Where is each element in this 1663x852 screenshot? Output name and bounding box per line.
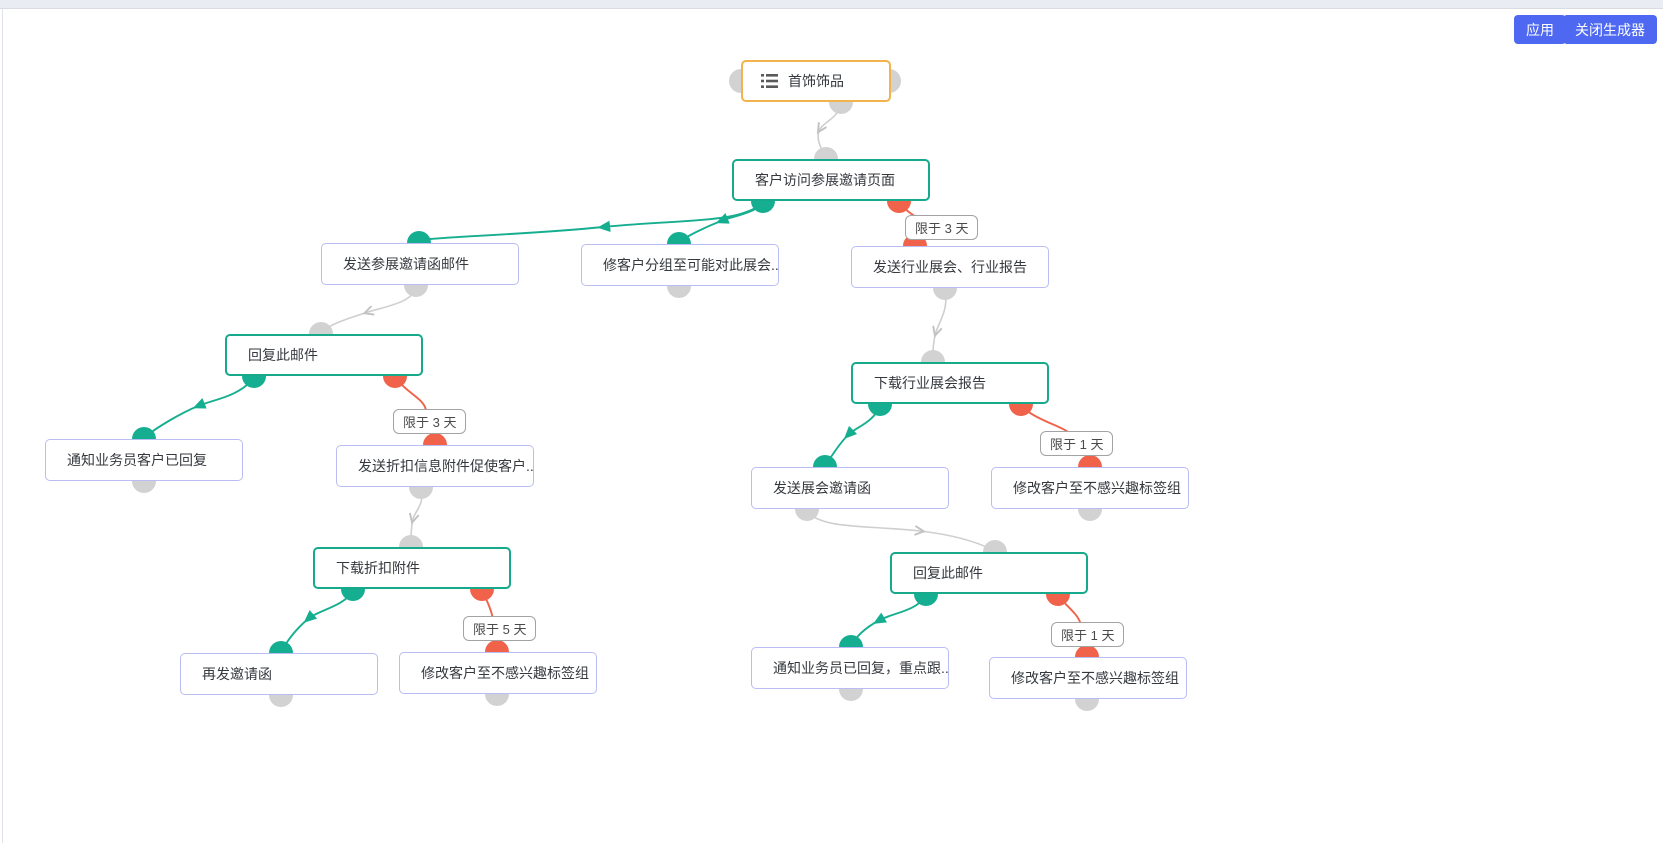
edge-download-yes-to-resend (282, 590, 354, 650)
flow-builder-canvas[interactable]: 应用 关闭生成器 (2, 9, 1663, 843)
flow-edges-layer (148, 103, 1090, 654)
node-label: 修客户分组至可能对此展会... (603, 257, 779, 273)
timeout-badge-1day-1[interactable]: 限于 1 天 (1040, 431, 1114, 456)
node-tag-not-interested-2[interactable]: 修改客户至不感兴趣标签组 (991, 467, 1189, 509)
node-label: 修改客户至不感兴趣标签组 (1013, 480, 1181, 496)
node-label: 发送参展邀请函邮件 (343, 256, 469, 272)
node-send-invite-email[interactable]: 发送参展邀请函邮件 (321, 243, 519, 285)
node-send-expo-invitation[interactable]: 发送展会邀请函 (751, 467, 949, 509)
timeout-badge-5days[interactable]: 限于 5 天 (463, 616, 537, 641)
node-resend-invitation[interactable]: 再发邀请函 (180, 653, 378, 695)
node-label: 下载行业展会报告 (874, 375, 986, 391)
top-scroll-strip (0, 0, 1663, 9)
node-notify-salesman-replied[interactable]: 通知业务员客户已回复 (45, 439, 243, 481)
node-label: 回复此邮件 (248, 347, 318, 363)
node-label: 修改客户至不感兴趣标签组 (421, 665, 589, 681)
node-label: 回复此邮件 (913, 565, 983, 581)
edge-visit-yes-to-send-invite (420, 202, 764, 241)
edge-send-invite-to-reply (325, 286, 417, 330)
node-label: 再发邀请函 (202, 666, 272, 682)
edge-download-report-yes-to-expo-invite (826, 405, 881, 464)
apply-button[interactable]: 应用 (1514, 15, 1566, 44)
node-label: 下载折扣附件 (336, 560, 420, 576)
node-label: 通知业务员客户已回复 (67, 452, 207, 468)
node-change-customer-group[interactable]: 修客户分组至可能对此展会... (581, 244, 779, 286)
node-label: 发送行业展会、行业报告 (873, 259, 1027, 275)
node-label: 首饰饰品 (788, 73, 844, 89)
node-label: 发送折扣信息附件促使客户... (358, 458, 534, 474)
node-send-industry-report[interactable]: 发送行业展会、行业报告 (851, 246, 1049, 288)
timeout-badge-3days-2[interactable]: 限于 3 天 (393, 409, 467, 434)
timeout-badge-1day-2[interactable]: 限于 1 天 (1051, 622, 1125, 647)
node-reply-email[interactable]: 回复此邮件 (225, 334, 423, 376)
node-tag-not-interested-3[interactable]: 修改客户至不感兴趣标签组 (989, 657, 1187, 699)
node-notify-salesman-follow-up[interactable]: 通知业务员已回复，重点跟... (751, 647, 949, 689)
node-reply-email-2[interactable]: 回复此邮件 (890, 552, 1088, 594)
node-download-discount[interactable]: 下载折扣附件 (313, 547, 511, 589)
node-download-industry-report[interactable]: 下载行业展会报告 (851, 362, 1049, 404)
node-label: 客户访问参展邀请页面 (755, 172, 895, 188)
node-label: 发送展会邀请函 (773, 480, 871, 496)
node-tag-not-interested-1[interactable]: 修改客户至不感兴趣标签组 (399, 652, 597, 694)
edge-reply-yes-to-notify (148, 377, 255, 435)
edge-visit-yes-to-change-group (681, 202, 764, 241)
timeout-badge-3days-1[interactable]: 限于 3 天 (905, 215, 979, 240)
node-label: 通知业务员已回复，重点跟... (773, 660, 949, 676)
edge-report-to-download-report (932, 289, 947, 359)
close-generator-button[interactable]: 关闭生成器 (1563, 15, 1657, 44)
edge-reply2-yes-to-notify2 (852, 595, 927, 644)
node-send-discount-attachment[interactable]: 发送折扣信息附件促使客户... (336, 445, 534, 487)
node-trigger-jewelry[interactable]: 首饰饰品 (741, 60, 891, 102)
node-visit-invite-page[interactable]: 客户访问参展邀请页面 (732, 159, 930, 201)
edge-expo-invite-to-reply2 (806, 510, 994, 551)
node-label: 修改客户至不感兴趣标签组 (1011, 670, 1179, 686)
list-icon (761, 74, 778, 88)
